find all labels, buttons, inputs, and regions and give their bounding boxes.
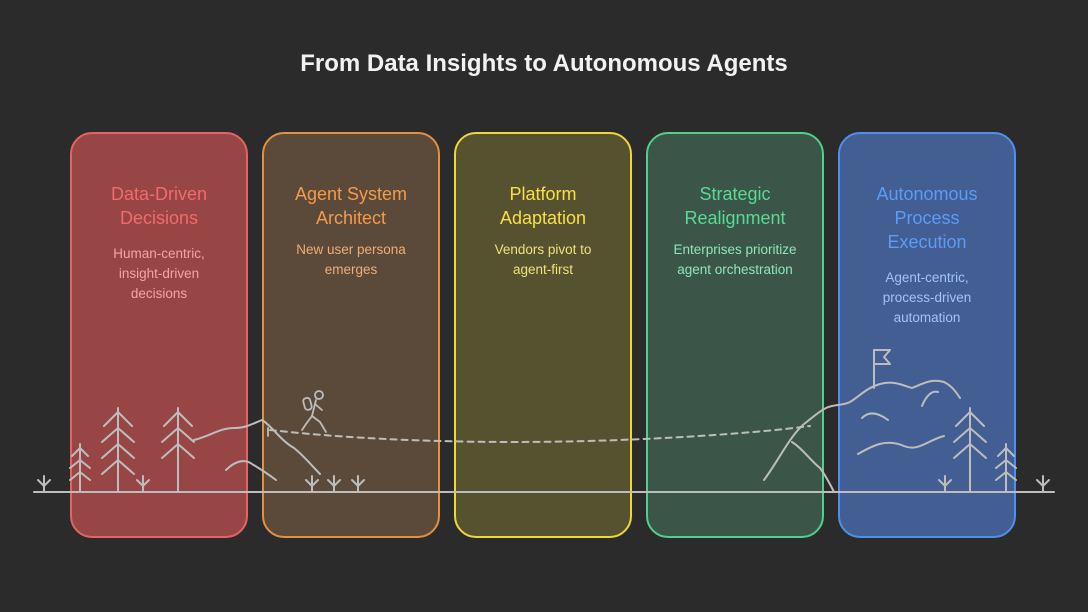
flag-icon bbox=[873, 349, 891, 389]
stage-description: Enterprises prioritize agent orchestrati… bbox=[673, 242, 797, 277]
grass-icon bbox=[136, 475, 150, 493]
hill-outline bbox=[225, 460, 277, 481]
tree-icon bbox=[953, 407, 987, 493]
stage-card-agent-system-architect: Agent System Architect New user persona … bbox=[262, 132, 440, 538]
hill-outline bbox=[193, 419, 321, 475]
stage-card-autonomous-process-execution: Autonomous Process Execution Agent-centr… bbox=[838, 132, 1016, 538]
tree-icon bbox=[69, 443, 91, 493]
mountain-outline bbox=[921, 390, 939, 407]
ridge-outline bbox=[857, 435, 945, 455]
stage-description: Agent-centric, process-driven automation bbox=[882, 270, 972, 325]
stage-card-strategic-realignment: Strategic Realignment Enterprises priori… bbox=[646, 132, 824, 538]
stage-title: Strategic Realignment bbox=[684, 184, 786, 228]
stage-card-platform-adaptation: Platform Adaptation Vendors pivot to age… bbox=[454, 132, 632, 538]
mountain-outline bbox=[763, 379, 961, 481]
journey-path bbox=[269, 425, 811, 443]
tree-icon bbox=[101, 407, 135, 493]
grass-icon bbox=[1036, 475, 1050, 493]
stage-title: Agent System Architect bbox=[294, 184, 408, 228]
tree-icon bbox=[161, 407, 195, 493]
tree-icon bbox=[995, 443, 1017, 493]
diagram-title: From Data Insights to Autonomous Agents bbox=[300, 50, 788, 77]
grass-icon bbox=[37, 475, 51, 493]
stage-description: Human-centric, insight-driven decisions bbox=[113, 246, 205, 301]
stage-description: Vendors pivot to agent-first bbox=[494, 242, 592, 277]
mountain-outline bbox=[791, 441, 835, 493]
grass-icon bbox=[938, 475, 952, 493]
stage-card-data-driven-decisions: Data-Driven Decisions Human-centric, ins… bbox=[70, 132, 248, 538]
stage-title: Platform Adaptation bbox=[499, 184, 587, 228]
stage-description: New user persona emerges bbox=[296, 242, 406, 277]
hiker-icon bbox=[267, 390, 327, 437]
ridge-outline bbox=[861, 412, 889, 421]
grass-icon bbox=[305, 475, 365, 493]
stage-title: Autonomous Process Execution bbox=[876, 184, 978, 252]
stage-title: Data-Driven Decisions bbox=[110, 184, 208, 228]
